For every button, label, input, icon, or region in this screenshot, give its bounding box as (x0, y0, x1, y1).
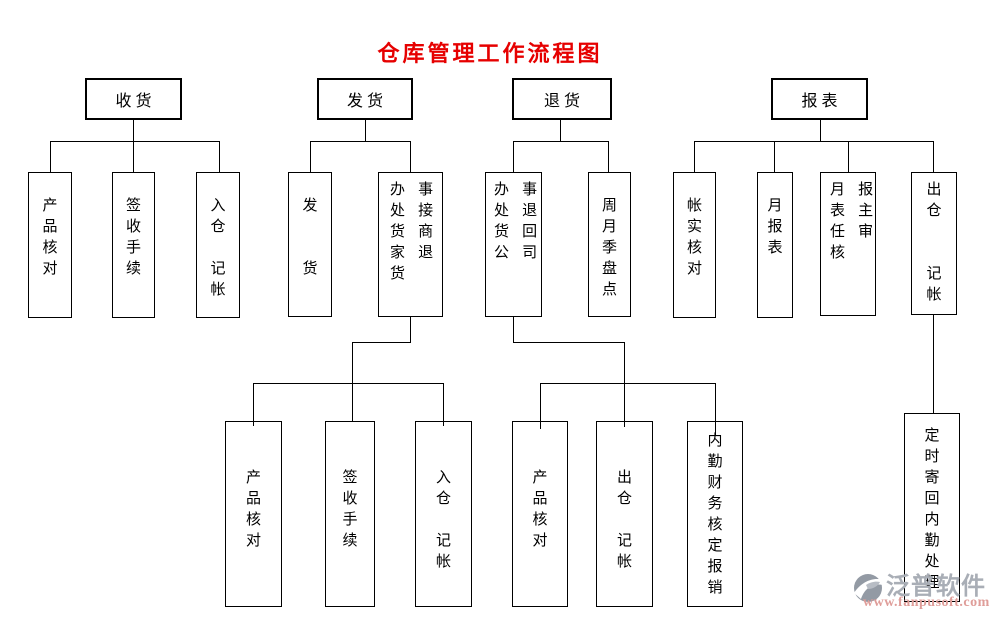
connector-ret2-drop-2 (624, 383, 625, 427)
node-receiving: 收货 (85, 78, 182, 120)
connector-ship2-stem (410, 316, 411, 343)
node-shipping-label: 发货 (346, 93, 387, 110)
node-ret-finance-reimburse-label: 内 勤 财 务 核 定 报 销 (707, 432, 723, 596)
node-rep-warehouse-out: 出 仓 记 帐 (911, 172, 957, 315)
node-ship-warehouse-entry: 入 仓 记 帐 (415, 421, 472, 607)
connector-ret2-stem (513, 316, 514, 343)
node-ret-office-return-company-label: 办 事 处 退 货 回 公 司 (494, 181, 538, 261)
connector-ship2-drop-3 (443, 383, 444, 426)
watermark-brand: 泛普软件 (886, 573, 986, 600)
connector-ship2-drop-1 (253, 383, 254, 426)
node-ret-product-check-label: 产 品 核 对 (532, 469, 548, 549)
connector-rep-drop-3 (848, 141, 849, 172)
connector-ret2-rail (540, 383, 716, 384)
node-ret-product-check: 产 品 核 对 (512, 421, 568, 607)
node-ret-stocktake: 周 月 季 盘 点 (588, 172, 631, 317)
connector-rep-root (820, 120, 821, 142)
node-ship-office-receive-returns-label: 办 事 处 接 货 商 家 退 货 (390, 181, 434, 282)
connector-rep2-stem (933, 315, 934, 413)
connector-ship-rail (310, 141, 411, 142)
node-ship-sign-procedure: 签 收 手 续 (325, 421, 375, 607)
connector-rep-drop-2 (774, 141, 775, 172)
connector-ret-rail (513, 141, 609, 142)
node-rep-director-review: 月 报 表 主 任 审 核 (820, 172, 876, 316)
node-rep-warehouse-out-label: 出 仓 记 帐 (926, 181, 942, 303)
node-rep-director-review-label: 月 报 表 主 任 审 核 (830, 181, 874, 261)
node-ship-product-check: 产 品 核 对 (225, 421, 282, 607)
node-rep-account-verify-label: 帐 实 核 对 (686, 197, 702, 277)
connector-ret2-drop-1 (540, 383, 541, 429)
node-receiving-label: 收货 (115, 93, 156, 110)
node-ret-stocktake-label: 周 月 季 盘 点 (601, 197, 617, 298)
connector-ship-root (365, 120, 366, 142)
node-recv-product-check-label: 产 品 核 对 (42, 197, 58, 277)
connector-ret2-jog (513, 342, 625, 343)
connector-ret2-drop-3 (715, 383, 716, 435)
node-ship-office-receive-returns: 办 事 处 接 货 商 家 退 货 (378, 172, 443, 317)
node-rep-account-verify: 帐 实 核 对 (673, 172, 716, 318)
page-title: 仓库管理工作流程图 (377, 41, 603, 66)
fanpu-logo-icon (854, 574, 883, 602)
connector-ship2-jog (352, 342, 411, 343)
node-returns: 退货 (512, 78, 612, 120)
connector-ret2-down (624, 342, 625, 383)
connector-ret-root (560, 120, 561, 142)
node-reports-label: 报表 (801, 93, 842, 110)
node-ret-warehouse-out: 出 仓 记 帐 (596, 421, 653, 607)
node-ship-warehouse-entry-label: 入 仓 记 帐 (435, 469, 451, 570)
node-rep-monthly-report-label: 月 报 表 (767, 197, 783, 256)
watermark-url: www.fanpusoft.com (863, 595, 990, 610)
node-recv-sign-procedure: 签 收 手 续 (112, 172, 155, 318)
node-ret-finance-reimburse: 内 勤 财 务 核 定 报 销 (687, 421, 743, 607)
connector-ret-drop-1 (513, 141, 514, 172)
node-rep-monthly-report: 月 报 表 (757, 172, 793, 318)
node-ship-sign-procedure-label: 签 收 手 续 (342, 469, 358, 549)
node-recv-product-check: 产 品 核 对 (28, 172, 72, 318)
connector-ship2-down (352, 342, 353, 383)
node-ship-dispatch-label: 发 货 (302, 197, 318, 277)
connector-rep-drop-1 (694, 141, 695, 172)
node-ret-office-return-company: 办 事 处 退 货 回 公 司 (485, 172, 542, 317)
connector-rep-drop-4 (933, 141, 934, 172)
node-ret-warehouse-out-label: 出 仓 记 帐 (616, 469, 632, 570)
node-rep-mail-back-office: 定 时 寄 回 内 勤 处 理 (904, 413, 960, 602)
node-reports: 报表 (771, 78, 868, 120)
connector-ret-drop-2 (608, 141, 609, 172)
node-recv-warehouse-entry: 入 仓 记 帐 (196, 172, 240, 318)
connector-recv-root (133, 120, 134, 172)
connector-ship2-drop-2 (352, 383, 353, 421)
connector-recv-drop-1 (50, 141, 51, 172)
node-recv-warehouse-entry-label: 入 仓 记 帐 (210, 197, 226, 298)
connector-recv-rail (50, 141, 220, 142)
node-rep-mail-back-office-label: 定 时 寄 回 内 勤 处 理 (924, 427, 940, 591)
connector-recv-drop-3 (219, 141, 220, 172)
node-returns-label: 退货 (543, 93, 584, 110)
connector-rep-rail (694, 141, 934, 142)
node-recv-sign-procedure-label: 签 收 手 续 (125, 197, 141, 277)
node-ship-dispatch: 发 货 (288, 172, 332, 317)
connector-ship-drop-1 (310, 141, 311, 172)
connector-ship2-rail (253, 383, 444, 384)
node-shipping: 发货 (317, 78, 413, 120)
watermark: 泛普软件 www.fanpusoft.com (850, 569, 996, 617)
connector-ship-drop-2 (410, 141, 411, 172)
node-ship-product-check-label: 产 品 核 对 (245, 469, 261, 549)
